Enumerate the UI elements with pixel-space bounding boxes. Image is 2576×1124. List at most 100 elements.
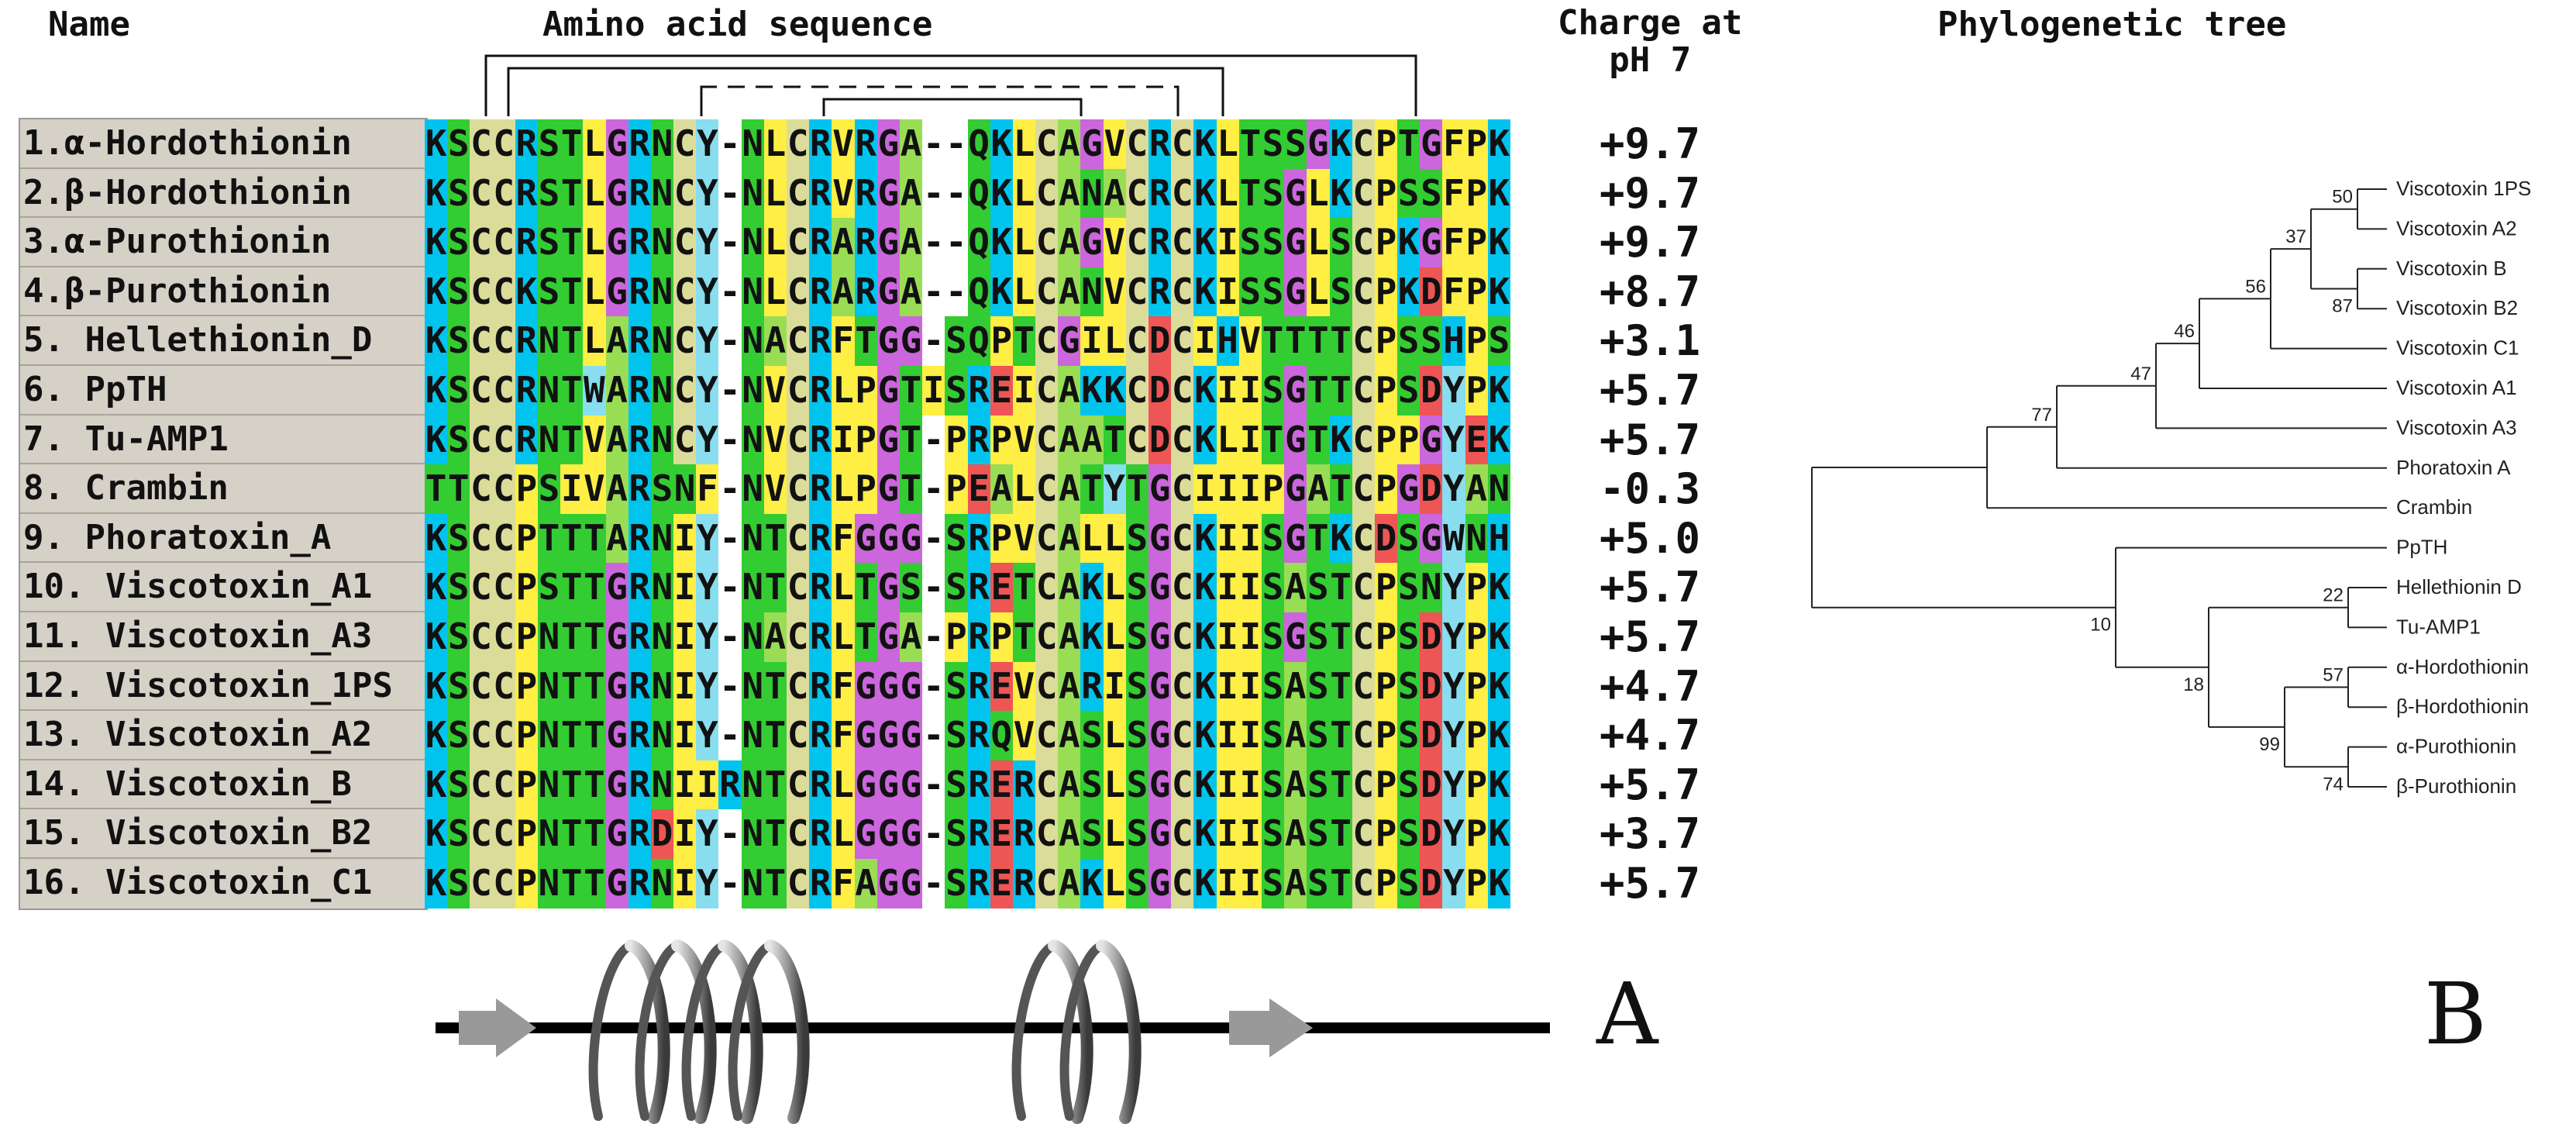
residue-cell: N bbox=[741, 563, 764, 612]
residue-cell: S bbox=[1487, 316, 1510, 366]
residue-cell: K bbox=[1487, 612, 1510, 662]
residue-cell: G bbox=[605, 168, 629, 219]
residue-cell: T bbox=[583, 760, 606, 810]
residue-cell: C bbox=[1035, 119, 1059, 169]
residue-cell: S bbox=[1329, 267, 1352, 317]
residue-cell: C bbox=[470, 612, 493, 662]
residue-cell: C bbox=[470, 760, 493, 810]
residue-cell: A bbox=[605, 464, 629, 514]
residue-cell: R bbox=[854, 267, 877, 317]
residue-cell: I bbox=[673, 563, 697, 612]
residue-cell: C bbox=[492, 711, 515, 760]
residue-cell: I bbox=[673, 760, 697, 810]
residue-cell: K bbox=[1329, 513, 1352, 564]
residue-cell: P bbox=[1374, 218, 1398, 267]
residue-cell: F bbox=[1442, 168, 1465, 219]
residue-cell: A bbox=[1058, 168, 1081, 219]
residue-cell: G bbox=[1284, 415, 1307, 465]
residue-cell: P bbox=[1374, 267, 1398, 317]
residue-cell: G bbox=[876, 760, 900, 810]
residue-cell: V bbox=[1103, 119, 1126, 169]
residue-cell: T bbox=[899, 415, 923, 465]
residue-cell: N bbox=[537, 809, 561, 859]
bridge-lines bbox=[484, 54, 1417, 116]
residue-cell: S bbox=[1125, 859, 1149, 909]
residue-cell: E bbox=[990, 366, 1013, 415]
residue-cell: P bbox=[1374, 809, 1398, 859]
residue-cell: C bbox=[470, 119, 493, 169]
residue-cell: L bbox=[832, 464, 855, 514]
residue-cell: K bbox=[425, 415, 448, 465]
residue-cell: T bbox=[1307, 366, 1330, 415]
residue-cell: R bbox=[967, 366, 990, 415]
charge-header-line1: Charge at bbox=[1558, 3, 1743, 43]
residue-cell: T bbox=[1329, 366, 1352, 415]
residue-cell: P bbox=[1465, 267, 1488, 317]
residue-cell: L bbox=[1012, 168, 1036, 219]
residue-cell: K bbox=[1193, 563, 1217, 612]
residue-cell: S bbox=[1261, 513, 1285, 564]
residue-cell: R bbox=[809, 267, 832, 317]
residue-cell: Y bbox=[1442, 464, 1465, 514]
sequence-name: 7. Tu-AMP1 bbox=[20, 415, 426, 465]
residue-cell: P bbox=[1465, 760, 1488, 810]
residue-cell: R bbox=[628, 612, 651, 662]
sequence-name: 12. Viscotoxin_1PS bbox=[20, 661, 426, 712]
residue-cell: L bbox=[832, 809, 855, 859]
charge-value: +4.7 bbox=[1600, 661, 1701, 711]
residue-cell: C bbox=[787, 513, 810, 564]
sequence-name: 2.β-Hordothionin bbox=[20, 168, 426, 219]
residue-cell: S bbox=[447, 366, 470, 415]
residue-cell: - bbox=[922, 316, 945, 366]
residue-cell: P bbox=[945, 464, 968, 514]
residue-cell: C bbox=[1352, 809, 1375, 859]
residue-cell: K bbox=[425, 267, 448, 317]
residue-cell: R bbox=[967, 711, 990, 760]
residue-cell: R bbox=[718, 760, 742, 810]
residue-cell: C bbox=[492, 366, 515, 415]
residue-cell: L bbox=[1103, 513, 1126, 564]
helix-turn-back bbox=[1059, 941, 1107, 1121]
residue-cell: S bbox=[1397, 661, 1421, 712]
residue-cell: I bbox=[922, 366, 945, 415]
helix-turn-front bbox=[718, 940, 763, 1124]
residue-cell: E bbox=[990, 661, 1013, 712]
residue-cell: T bbox=[1261, 415, 1285, 465]
helix-turn-front bbox=[625, 940, 670, 1124]
residue-cell: I bbox=[1238, 366, 1262, 415]
residue-cell: C bbox=[470, 809, 493, 859]
residue-cell: R bbox=[809, 218, 832, 267]
residue-cell: T bbox=[425, 464, 448, 514]
residue-cell: A bbox=[763, 612, 787, 662]
residue-cell: A bbox=[990, 464, 1013, 514]
residue-cell: R bbox=[967, 760, 990, 810]
residue-cell: I bbox=[1238, 661, 1262, 712]
residue-cell: S bbox=[1397, 563, 1421, 612]
residue-cell: K bbox=[1193, 661, 1217, 712]
residue-cell: C bbox=[1352, 316, 1375, 366]
residue-cell: C bbox=[1171, 859, 1194, 909]
sequence-name: 14. Viscotoxin_B bbox=[20, 760, 426, 810]
residue-cell: T bbox=[560, 809, 584, 859]
residue-cell: L bbox=[832, 563, 855, 612]
sequence-name: 3.α-Purothionin bbox=[20, 218, 426, 267]
residue-cell: S bbox=[1397, 366, 1421, 415]
residue-cell: N bbox=[537, 760, 561, 810]
residue-cell: G bbox=[605, 612, 629, 662]
residue-cell: D bbox=[1420, 809, 1443, 859]
residue-cell: S bbox=[1125, 711, 1149, 760]
tree-leaf-label: Crambin bbox=[2396, 495, 2472, 519]
residue-cell: G bbox=[876, 661, 900, 712]
residue-cell: C bbox=[787, 563, 810, 612]
residue-cell: - bbox=[718, 267, 742, 317]
residue-cell: T bbox=[1012, 612, 1036, 662]
residue-cell: R bbox=[809, 168, 832, 219]
residue-cell: L bbox=[583, 316, 606, 366]
residue-cell: Y bbox=[1442, 859, 1465, 909]
panel-letter-b: B bbox=[2424, 964, 2487, 1064]
panel-letter-a: A bbox=[1596, 964, 1658, 1064]
residue-cell: L bbox=[1103, 612, 1126, 662]
